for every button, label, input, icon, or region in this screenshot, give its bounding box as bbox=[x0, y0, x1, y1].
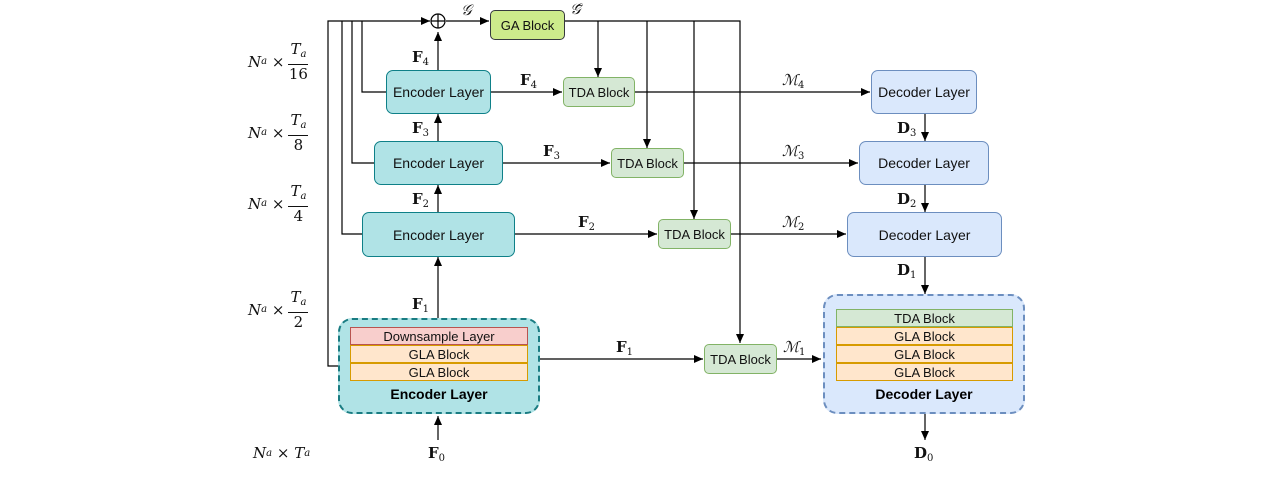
label-f1-vert: F1 bbox=[412, 295, 430, 315]
ga-block: GA Block bbox=[490, 10, 565, 40]
encoder-layer-2: Encoder Layer bbox=[362, 212, 515, 257]
label-f2-horiz: F2 bbox=[578, 213, 596, 233]
gla-block: GLA Block bbox=[350, 345, 528, 363]
tda-block-4: TDA Block bbox=[563, 77, 635, 107]
decoder-layer-4: Decoder Layer bbox=[871, 70, 977, 114]
gla-block: GLA Block bbox=[836, 327, 1013, 345]
decoder-layer-2: Decoder Layer bbox=[847, 212, 1002, 257]
label-f3-horiz: F3 bbox=[543, 142, 561, 162]
tda-block-1: TDA Block bbox=[704, 344, 777, 374]
wire-skip-1 bbox=[327, 17, 430, 367]
label-m4: ℳ4 bbox=[782, 71, 805, 91]
label-f3-vert: F3 bbox=[412, 119, 430, 139]
wire-skip-4 bbox=[361, 21, 386, 93]
label-f0: F0 bbox=[428, 444, 446, 464]
label-gbar: 𝒢̄ bbox=[570, 0, 581, 18]
wire-gbar bbox=[565, 20, 744, 343]
wire-skip-3 bbox=[351, 21, 374, 164]
label-f1-horiz: F1 bbox=[616, 338, 634, 358]
label-d2: D2 bbox=[897, 190, 917, 210]
label-f4-horiz: F4 bbox=[520, 71, 538, 91]
label-g: 𝒢 bbox=[461, 1, 472, 19]
label-f4-vert: F4 bbox=[412, 48, 430, 68]
label-f2-vert: F2 bbox=[412, 190, 430, 210]
downsample-layer: Downsample Layer bbox=[350, 327, 528, 345]
decoder-layer-title: Decoder Layer bbox=[875, 386, 973, 402]
tda-block-3: TDA Block bbox=[611, 148, 684, 178]
label-m2: ℳ2 bbox=[782, 213, 805, 233]
label-d1: D1 bbox=[897, 261, 917, 281]
gla-block: GLA Block bbox=[836, 345, 1013, 363]
gla-block: GLA Block bbox=[836, 363, 1013, 381]
encoder-layer-3: Encoder Layer bbox=[374, 141, 503, 185]
label-m3: ℳ3 bbox=[782, 142, 805, 162]
encoder-layer-title: Encoder Layer bbox=[390, 386, 488, 402]
tda-block: TDA Block bbox=[836, 309, 1013, 327]
gla-block: GLA Block bbox=[350, 363, 528, 381]
encoder-layer-4: Encoder Layer bbox=[386, 70, 491, 114]
tda-block-2: TDA Block bbox=[658, 219, 731, 249]
label-d0: D0 bbox=[914, 444, 934, 464]
label-d3: D3 bbox=[897, 119, 917, 139]
label-m1: ℳ1 bbox=[783, 338, 806, 358]
decoder-layer-3: Decoder Layer bbox=[859, 141, 989, 185]
wire-skip-2 bbox=[341, 21, 362, 235]
